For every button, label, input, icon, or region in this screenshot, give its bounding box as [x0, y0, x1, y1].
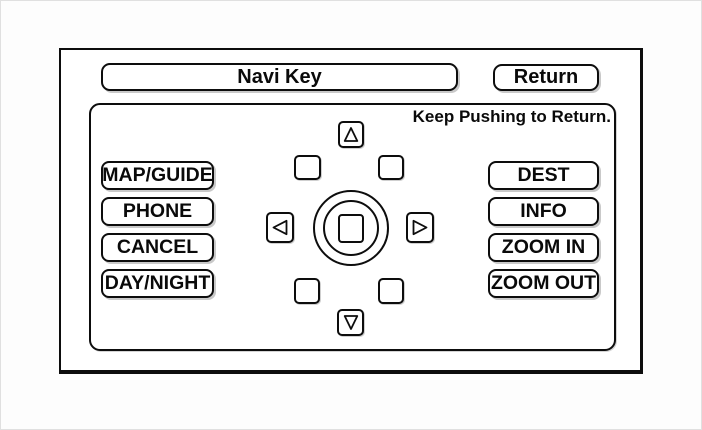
triangle-left-icon — [272, 219, 288, 236]
button-day-night[interactable]: DAY/NIGHT — [101, 269, 214, 298]
dpad-down-button[interactable] — [337, 309, 364, 336]
dpad-left-button[interactable] — [266, 212, 294, 243]
dpad-up-button[interactable] — [338, 121, 364, 148]
dpad-upper-left-key[interactable] — [294, 155, 321, 180]
return-button[interactable]: Return — [493, 64, 599, 91]
button-info[interactable]: INFO — [488, 197, 599, 226]
dpad-upper-right-key[interactable] — [378, 155, 404, 180]
dpad-right-button[interactable] — [406, 212, 434, 243]
triangle-down-icon — [343, 315, 358, 330]
hint-text: Keep Pushing to Return. — [412, 107, 611, 126]
dpad-enter-button[interactable] — [338, 214, 364, 243]
button-map-guide[interactable]: MAP/GUIDE — [101, 161, 214, 190]
triangle-up-icon — [343, 127, 359, 142]
dpad-lower-right-key[interactable] — [378, 278, 404, 304]
triangle-right-icon — [412, 219, 428, 236]
dpad-lower-left-key[interactable] — [294, 278, 320, 304]
button-cancel[interactable]: CANCEL — [101, 233, 214, 262]
button-dest[interactable]: DEST — [488, 161, 599, 190]
button-phone[interactable]: PHONE — [101, 197, 214, 226]
button-zoom-out[interactable]: ZOOM OUT — [488, 269, 599, 298]
page-title: Navi Key — [101, 63, 458, 91]
button-zoom-in[interactable]: ZOOM IN — [488, 233, 599, 262]
